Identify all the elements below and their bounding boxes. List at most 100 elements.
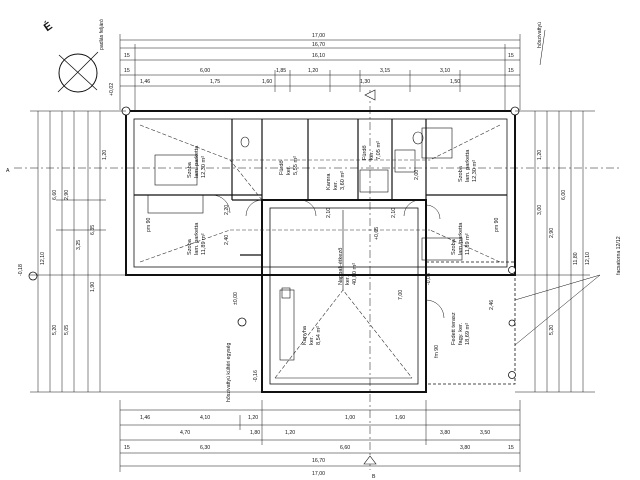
svg-text:Fürdő: Fürdő <box>279 160 285 175</box>
room-szoba2: Szoba lam. parketta 11,89 m² <box>187 222 207 255</box>
shower-icon <box>394 149 416 173</box>
bed-icon-2 <box>421 127 453 159</box>
svg-text:5,55 m²: 5,55 m² <box>293 156 299 175</box>
svg-text:8,54 m²: 8,54 m² <box>316 326 322 345</box>
svg-text:11,89 m²: 11,89 m² <box>201 233 207 255</box>
inner-dim-0: 2,20 <box>224 205 230 215</box>
door-label-1: pm 90 <box>494 217 500 232</box>
note-hoszivattyu: hőszivattyú <box>537 22 543 48</box>
dim-bot-r1-3: 6,60 <box>340 445 350 451</box>
nappali-roof-lines <box>275 210 412 379</box>
dim-left-h: 1,20 <box>102 150 108 160</box>
room-kamra: Kamra ker. 3,60 m² <box>326 171 346 190</box>
dim-bot-r3-4: 1,20 <box>248 415 258 421</box>
dim-top-r3-1: 1,46 <box>140 79 150 85</box>
dim-bot-r1-6: 15 <box>508 445 514 451</box>
level-mid: ±0,00 <box>233 292 239 305</box>
dim-left-c: 5,20 <box>52 325 58 335</box>
svg-text:lam. parketta: lam. parketta <box>465 149 471 182</box>
level-left: -0,18 <box>18 264 24 276</box>
inner-dim-1: 2,40 <box>224 235 230 245</box>
room-labels: Szoba lam. parketta 12,30 m² Szoba lam. … <box>187 141 478 345</box>
svg-text:lam. parketta: lam. parketta <box>458 222 464 255</box>
door-label-4: fm 90 <box>434 345 440 358</box>
dim-bot-r3-3: 4,10 <box>200 415 210 421</box>
room-furdo1: Fürdő ker. 5,55 m² <box>279 156 299 175</box>
svg-text:ker.: ker. <box>333 181 339 190</box>
svg-text:12,30 m²: 12,30 m² <box>472 160 478 182</box>
dim-top-r3-10: 1,30 <box>360 79 370 85</box>
left-dimensions <box>30 110 262 393</box>
svg-text:ker.: ker. <box>309 336 315 345</box>
svg-text:Szoba: Szoba <box>451 238 457 255</box>
svg-text:Fürdő: Fürdő <box>362 145 368 160</box>
svg-text:Szoba: Szoba <box>458 165 464 182</box>
toilet-icon-2 <box>240 136 250 148</box>
dim-bot-r1-1: 6,30 <box>200 445 210 451</box>
dim-bot-inner: 16,70 <box>312 458 325 464</box>
bed-icon <box>154 154 198 186</box>
svg-text:18,69 m²: 18,69 m² <box>465 323 471 345</box>
fixtures <box>147 127 463 361</box>
dim-top-r2-1: 6,00 <box>200 68 210 74</box>
room-terasz: Fedett terasz fagy. ker. 18,69 m² <box>451 312 471 345</box>
dim-left-e: 1,90 <box>90 282 96 292</box>
dim-bot-r2-1: 4,70 <box>180 430 190 436</box>
north-label: É <box>41 19 54 34</box>
dim-right-a: 11,80 <box>573 252 579 265</box>
dim-top-r2-7: 3,15 <box>380 68 390 74</box>
dim-bot-r3-1: 1,46 <box>140 415 150 421</box>
dim-top-r2-10: 15 <box>508 68 514 74</box>
svg-text:3,60 m²: 3,60 m² <box>340 171 346 190</box>
svg-text:ker.: ker. <box>286 166 292 175</box>
svg-text:Fedett terasz: Fedett terasz <box>451 312 457 345</box>
room-szoba1: Szoba lam. parketta 12,30 m² <box>187 145 207 178</box>
svg-text:ker.: ker. <box>345 276 351 285</box>
bathtub-icon <box>359 169 389 193</box>
dim-top-r3-6: 1,60 <box>262 79 272 85</box>
svg-text:lam. parketta: lam. parketta <box>194 145 200 178</box>
bed-icon-3 <box>421 237 463 261</box>
room-konyha: Konyha ker. 8,54 m² <box>302 325 322 345</box>
dim-bot-r2-8: 3,50 <box>480 430 490 436</box>
dim-top-r3-11: 1,50 <box>450 79 460 85</box>
level-terrace: -0,03 <box>426 273 432 285</box>
dim-left-d: 5,05 <box>64 325 70 335</box>
dim-right-b: 5,20 <box>549 325 555 335</box>
door-swings <box>211 194 445 319</box>
dim-right-c: 2,90 <box>549 228 555 238</box>
dim-right-d: 6,00 <box>561 190 567 200</box>
dim-left-b: 6,35 <box>90 225 96 235</box>
level-inner: +0,65 <box>374 227 380 240</box>
dim-bot-r3-11: 1,60 <box>395 415 405 421</box>
dim-top-r3-4: 1,75 <box>210 79 220 85</box>
svg-text:Szoba: Szoba <box>187 238 193 255</box>
dim-bot-r2-7: 3,80 <box>440 430 450 436</box>
room-nappali: Nappali-étkező ker. 40,80 m² <box>338 248 358 285</box>
dim-left-f: 2,90 <box>64 190 70 200</box>
dim-top-r1-2: 15 <box>508 53 514 59</box>
dim-right-f: 3,00 <box>537 205 543 215</box>
note-padlas: padlás feljáró <box>99 19 105 50</box>
level-top: +0,02 <box>109 83 115 96</box>
inner-dim-3: 2,10 <box>391 208 397 218</box>
kitchen-counter-icon <box>279 289 295 361</box>
inner-dim-5: 7,00 <box>398 290 404 300</box>
svg-text:fagy. ker.: fagy. ker. <box>458 322 464 345</box>
inner-dim-8: 2,00 <box>414 170 420 180</box>
svg-text:7,05 m²: 7,05 m² <box>376 141 382 160</box>
note-facsatorna: facsatorna 12/12 <box>616 236 622 275</box>
dim-right-e: 1,20 <box>537 150 543 160</box>
note-hoszivattyu-kulteri: hőszivattyú kültéri egység <box>226 342 232 402</box>
section-mark-b: B <box>372 474 376 480</box>
dim-bot-r2-3: 1,80 <box>250 430 260 436</box>
north-arrow: É <box>41 19 99 93</box>
svg-text:lam. parketta: lam. parketta <box>194 222 200 255</box>
dim-bot-overall: 17,00 <box>312 471 325 477</box>
dim-top-overall: 17,00 <box>312 33 325 39</box>
svg-text:12,30 m²: 12,30 m² <box>201 156 207 178</box>
toilet-icon <box>412 131 424 145</box>
svg-text:ker.: ker. <box>369 151 375 160</box>
svg-text:Kamra: Kamra <box>326 173 332 190</box>
